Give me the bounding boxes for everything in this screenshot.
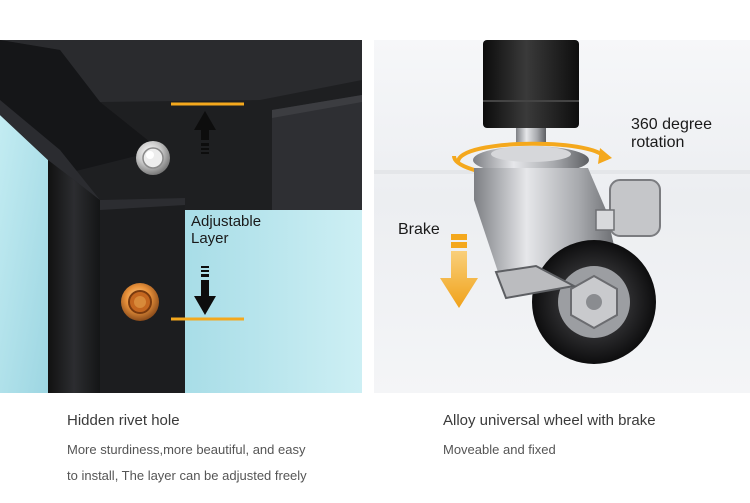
rivet-hole-photo: Adjustable Layer <box>0 40 362 393</box>
brass-rivet <box>121 283 159 321</box>
rivet-hole-illustration <box>0 40 362 393</box>
left-caption-line-2: to install, The layer can be adjusted fr… <box>67 468 307 483</box>
rotation-label: 360 degree rotation <box>631 116 712 152</box>
caster-wheel-illustration <box>374 40 750 393</box>
left-caption-body: More sturdiness,more beautiful, and easy… <box>67 437 307 489</box>
brake-label: Brake <box>398 221 440 238</box>
left-caption-line-1: More sturdiness,more beautiful, and easy <box>67 442 306 457</box>
left-caption-title: Hidden rivet hole <box>67 412 180 429</box>
silver-bolt <box>136 141 170 175</box>
caster-wheel-photo: 360 degree rotation Brake <box>374 40 750 393</box>
right-caption-line-1: Moveable and fixed <box>443 442 556 457</box>
right-caption-title: Alloy universal wheel with brake <box>443 412 656 429</box>
adjustable-layer-label: Adjustable Layer <box>191 213 262 248</box>
right-caption-body: Moveable and fixed <box>443 437 556 463</box>
